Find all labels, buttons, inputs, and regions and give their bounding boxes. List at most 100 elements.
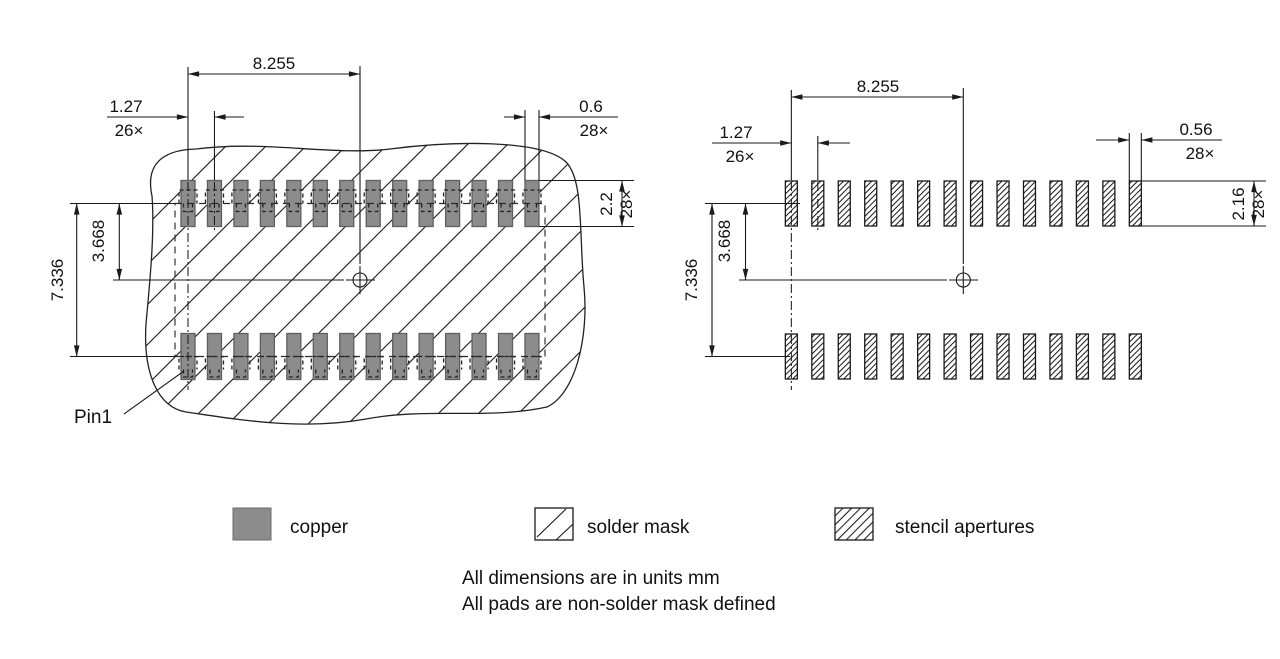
lead-outline <box>257 355 278 370</box>
lead-outline <box>522 355 542 370</box>
note-pads: All pads are non-solder mask defined <box>462 594 776 615</box>
lead-tip-outline <box>315 369 326 378</box>
legend-label-copper: copper <box>290 517 349 538</box>
lead-tip-outline <box>394 203 405 213</box>
lead-outline <box>522 189 542 204</box>
solder-mask-hatch-line <box>145 143 376 425</box>
stencil-aperture <box>1075 180 1090 227</box>
dim-pad-width: 0.6 28× <box>504 97 618 180</box>
dim-rows-stencil: 3.668 7.336 <box>682 202 800 358</box>
origin-crosshair <box>113 66 375 294</box>
solder-mask-hatch-line <box>559 143 585 425</box>
lead-tip-outline <box>368 203 379 213</box>
dim-pad-height-count: 28× <box>617 190 636 219</box>
notes: All dimensions are in units mm All pads … <box>462 568 776 615</box>
dim-aperture-height: 2.16 28× <box>1141 180 1268 227</box>
legend-solder-mask-hatch-line2 <box>555 523 574 541</box>
lead-outline <box>310 189 330 204</box>
lead-tip-outline <box>447 203 458 213</box>
dim-pitch-copper: 1.27 26× <box>107 97 244 140</box>
lead-tip-outline <box>235 203 247 213</box>
stencil-aperture <box>890 333 904 380</box>
stencil-aperture <box>1102 333 1116 380</box>
stencil-view-centerlines <box>790 90 819 390</box>
pcb-board-outline <box>144 142 586 425</box>
lead-outline <box>284 189 304 204</box>
solder-mask-hatch-line <box>145 143 416 425</box>
lead-tip-outline <box>500 369 511 378</box>
solder-mask-hatch-line <box>145 143 336 425</box>
solder-mask-hatch-line <box>479 143 585 425</box>
solder-mask-hatch-line <box>145 143 296 425</box>
lead-outline <box>416 189 436 204</box>
dim-aperture-height-value: 2.16 <box>1229 187 1248 220</box>
lead-tip-outline <box>262 369 273 378</box>
lead-tip-outline <box>420 203 432 213</box>
lead-tip-outline <box>288 203 299 213</box>
dim-aperture-width-count: 28× <box>1186 144 1215 163</box>
lead-tip-outline <box>473 369 485 378</box>
stencil-aperture <box>1049 180 1063 227</box>
stencil-aperture <box>996 333 1010 380</box>
lead-tip-outline <box>341 369 352 378</box>
solder-mask-hatch-line <box>399 143 585 425</box>
dim-span-stencil-value: 8.255 <box>857 77 900 96</box>
lead-tip-outline <box>315 203 326 213</box>
stencil-apertures <box>784 180 1142 380</box>
stencil-aperture <box>916 180 931 227</box>
dim-span-stencil: 8.255 <box>791 77 964 100</box>
lead-outline <box>231 355 251 370</box>
stencil-aperture <box>1022 180 1037 227</box>
lead-outline <box>363 189 383 204</box>
lead-tip-outline <box>341 203 352 213</box>
lead-tip-outline <box>182 369 194 378</box>
legend-label-stencil: stencil apertures <box>895 517 1034 538</box>
dim-aperture-height-count: 28× <box>1249 190 1268 219</box>
lead-tip-outline <box>209 203 220 213</box>
solder-mask-hatch-line <box>159 143 496 425</box>
lead-tip-outline <box>447 369 458 378</box>
lead-tip-outline <box>262 203 273 213</box>
pin1-label: Pin1 <box>74 407 112 428</box>
stencil-aperture <box>1022 333 1037 380</box>
dim-span-copper: 8.255 <box>188 54 360 77</box>
stencil-aperture <box>837 333 851 380</box>
lead-outline <box>231 189 251 204</box>
solder-mask-hatch-line <box>145 143 456 425</box>
solder-mask-hatch-line <box>239 143 576 425</box>
lead-tip-outline <box>368 369 379 378</box>
legend-solder-mask-hatch-line <box>536 508 567 538</box>
note-units: All dimensions are in units mm <box>462 568 720 589</box>
stencil-aperture <box>837 180 851 227</box>
lead-outline <box>337 189 357 204</box>
solder-mask-hatch-line <box>319 143 585 425</box>
dim-pad-height: 2.2 28× <box>539 179 636 228</box>
solder-mask-hatch-line <box>720 117 1055 452</box>
stencil-aperture <box>890 180 904 227</box>
dim-row-half-copper: 3.668 <box>89 220 108 263</box>
stencil-aperture <box>1075 333 1090 380</box>
copper-view-centerlines <box>187 67 216 390</box>
stencil-aperture <box>969 333 984 380</box>
lead-tip-outline <box>526 369 538 378</box>
dim-pitch-copper-count: 26× <box>115 121 144 140</box>
dim-pitch-stencil-value: 1.27 <box>719 123 752 142</box>
lead-tip-outline <box>394 369 405 378</box>
dim-aperture-width: 0.56 28× <box>1096 120 1222 181</box>
dim-pitch-copper-value: 1.27 <box>109 97 142 116</box>
legend-swatch-solder-mask <box>534 507 574 541</box>
lead-outline <box>257 189 278 204</box>
solder-mask-hatch-line <box>600 117 935 452</box>
solder-mask-hatch-line <box>680 117 1015 452</box>
solder-mask-hatch-line <box>439 143 585 425</box>
stencil-aperture <box>1102 180 1116 227</box>
lead-outline <box>390 189 410 204</box>
stencil-aperture <box>864 180 878 227</box>
legend: copper solder mask stencil apertures <box>232 507 1034 541</box>
dim-pad-height-value: 2.2 <box>597 192 616 216</box>
component-lead-outlines <box>178 189 542 378</box>
lead-outline <box>495 189 516 204</box>
legend-label-solder-mask: solder mask <box>587 517 690 538</box>
